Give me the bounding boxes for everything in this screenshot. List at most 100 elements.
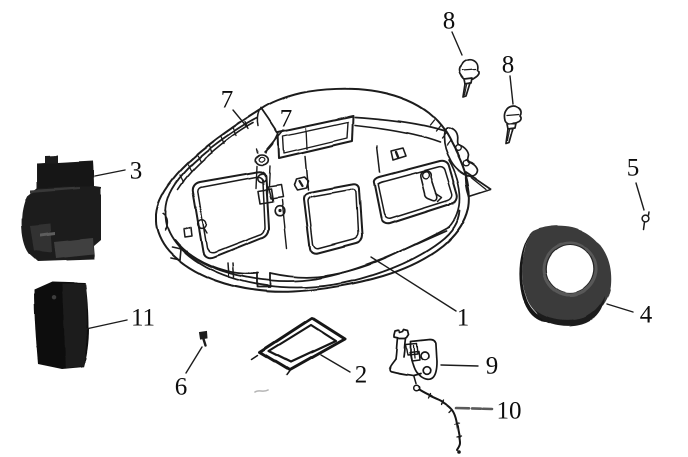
pocket-box-drawing bbox=[21, 155, 101, 261]
panel-bracket-hatching bbox=[429, 119, 452, 146]
panel-recess-bump-tick bbox=[394, 150, 400, 159]
screw-5-drawing bbox=[641, 211, 650, 231]
round-cover-shadow-bottom bbox=[535, 296, 605, 327]
lower-box-dot bbox=[51, 295, 57, 300]
screw-6-head bbox=[198, 330, 208, 340]
lock-neck-2 bbox=[403, 337, 407, 358]
lock-inner-line bbox=[413, 344, 416, 359]
panel-outer-outline bbox=[155, 87, 471, 293]
screw-6-drawing bbox=[198, 330, 208, 347]
cable-end-ring bbox=[412, 384, 421, 393]
panel-latch-circle bbox=[421, 170, 431, 180]
round-cover-hole bbox=[546, 245, 594, 293]
panel-clip-tick bbox=[297, 179, 304, 188]
lid-inner bbox=[267, 323, 338, 364]
panel-strip-conn-2 bbox=[268, 165, 271, 187]
callout-label-8a: 8 bbox=[442, 7, 456, 35]
callout-label-7a: 7 bbox=[220, 86, 234, 114]
callout-label-11: 11 bbox=[130, 304, 156, 332]
lock-plate-hole-1 bbox=[420, 351, 430, 361]
callout-label-2: 2 bbox=[354, 361, 368, 389]
panel-tray-outer bbox=[277, 115, 354, 159]
callout-label-6: 6 bbox=[174, 373, 188, 401]
panel-notch-seam bbox=[260, 107, 278, 133]
pocket-box-seam bbox=[30, 187, 80, 193]
panel-strip-line bbox=[177, 122, 254, 190]
lock-inner-square-2 bbox=[409, 350, 421, 362]
panel-tray-tick bbox=[305, 127, 308, 150]
panel-seam-center bbox=[304, 155, 309, 191]
panel-flap-line bbox=[470, 176, 487, 190]
panel-right-recess-outer bbox=[372, 159, 459, 225]
panel-keyhole-notch bbox=[256, 148, 268, 154]
lock-inner-square-1 bbox=[405, 342, 419, 356]
callout-label-4: 4 bbox=[639, 301, 653, 329]
panel-strip-circle-2-dot bbox=[278, 209, 282, 213]
panel-seam-vertical bbox=[376, 145, 381, 173]
panel-tray-inner bbox=[282, 121, 349, 154]
cable-ticks bbox=[427, 393, 462, 438]
panel-inner-right bbox=[448, 159, 461, 228]
lid-corner-tick-1 bbox=[251, 354, 259, 360]
panel-center-recess-outer bbox=[303, 183, 363, 255]
leader-line-8 bbox=[451, 31, 463, 56]
panel-latch-outline bbox=[420, 170, 439, 202]
screw-5-head bbox=[641, 214, 650, 223]
key-1-blade-line bbox=[463, 84, 468, 96]
screw-6-shank bbox=[202, 337, 207, 347]
pocket-box-light-1 bbox=[54, 238, 94, 258]
lock-plate bbox=[410, 338, 438, 381]
key-2-blade-line bbox=[506, 129, 511, 142]
leader-line-3 bbox=[94, 169, 126, 177]
key-2-slot bbox=[506, 113, 520, 116]
lock-base bbox=[388, 358, 422, 377]
panel-seam-right-2 bbox=[354, 124, 441, 143]
panel-strip-square-1 bbox=[257, 188, 274, 205]
panel-keyhole-outer bbox=[254, 154, 270, 166]
panel-left-recess-inner bbox=[197, 176, 266, 253]
round-cover-drawing bbox=[519, 225, 612, 327]
callout-label-9: 9 bbox=[485, 352, 499, 380]
leader-line-10 bbox=[454, 406, 494, 411]
panel-left-tab bbox=[170, 246, 182, 261]
leader-line-6 bbox=[185, 346, 203, 374]
panel-bracket-hole-2 bbox=[462, 159, 470, 167]
panel-notch-stub bbox=[256, 110, 260, 127]
panel-clip bbox=[293, 176, 309, 191]
callout-label-8b: 8 bbox=[501, 51, 515, 79]
callout-label-5: 5 bbox=[626, 154, 640, 182]
panel-lip-tab bbox=[256, 272, 271, 288]
lid-corner-tick-2 bbox=[286, 370, 291, 376]
panel-bracket-hole-1 bbox=[454, 144, 462, 152]
leader-line-9 bbox=[440, 364, 479, 367]
pocket-box-light-2 bbox=[30, 224, 52, 252]
panel-left-recess-outer bbox=[191, 170, 270, 259]
panel-strip-conn-1 bbox=[255, 165, 258, 189]
leader-line-5 bbox=[635, 182, 645, 211]
lock-plate-hole-2 bbox=[422, 366, 432, 376]
lock-neck bbox=[395, 337, 399, 360]
main-panel-drawing bbox=[155, 87, 492, 293]
leader-line-11 bbox=[85, 319, 128, 330]
panel-small-square bbox=[183, 227, 193, 238]
panel-strip-square-2 bbox=[267, 184, 284, 200]
panel-left-crease bbox=[162, 212, 169, 231]
cable-drawing bbox=[412, 384, 462, 454]
lock-flange bbox=[393, 328, 410, 339]
panel-bracket-outline bbox=[443, 127, 478, 178]
panel-strip-circle-1 bbox=[256, 173, 267, 184]
panel-right-recess-inner bbox=[377, 165, 453, 219]
leader-line-1 bbox=[370, 256, 457, 312]
lock-tail bbox=[413, 376, 417, 385]
pocket-box-top-face bbox=[38, 162, 94, 188]
panel-center-recess-inner bbox=[307, 189, 359, 249]
panel-rim-hatching bbox=[179, 121, 249, 182]
keys-drawing bbox=[458, 58, 522, 145]
panel-inner-rim bbox=[164, 117, 461, 289]
key-1-slot bbox=[461, 68, 477, 71]
screw-5-shank bbox=[642, 221, 646, 231]
pocket-box-mark-1 bbox=[40, 232, 55, 237]
panel-strip-circle-2 bbox=[274, 205, 286, 217]
panel-recess-bump bbox=[390, 147, 407, 161]
